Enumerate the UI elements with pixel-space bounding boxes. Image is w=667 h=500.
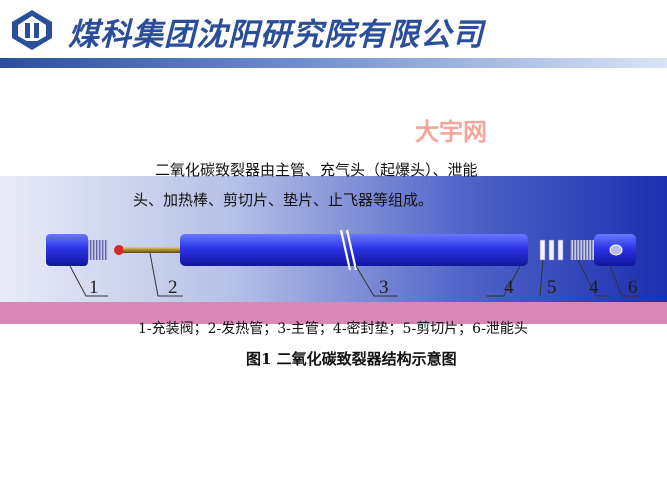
diagram-bottom-bar — [0, 302, 667, 324]
charging-valve — [46, 234, 108, 266]
energy-release-head — [570, 234, 636, 266]
header: 煤科集团沈阳研究院有限公司 — [0, 0, 667, 68]
main-tube — [180, 229, 528, 271]
diagram-label: 3 — [379, 277, 389, 298]
description-line-2: 头、加热棒、剪切片、垫片、止飞器等组成。 — [133, 191, 434, 209]
figure-caption: 图1 二氧化碳致裂器结构示意图 — [246, 350, 457, 368]
watermark: 大宇网 — [415, 118, 487, 146]
seal-and-shear-plates — [539, 239, 564, 261]
description-line-1: 二氧化碳致裂器由主管、充气头（起爆头）、泄能 — [155, 161, 478, 179]
component-legend: 1-充装阀；2-发热管；3-主管；4-密封垫；5-剪切片；6-泄能头 — [138, 321, 528, 337]
diagram-label: 6 — [628, 277, 638, 298]
diagram-label: 4 — [504, 277, 514, 298]
header-stripe — [0, 58, 667, 68]
diagram-label: 1 — [89, 277, 99, 298]
diagram-label: 2 — [168, 277, 178, 298]
diagram-label: 4 — [589, 277, 599, 298]
company-logo-icon — [12, 10, 52, 50]
leader-lines — [69, 252, 640, 297]
heating-tube — [114, 245, 181, 255]
fracturer-structure-diagram: 1 2 3 4 5 4 6 — [46, 229, 640, 298]
company-name: 煤科集团沈阳研究院有限公司 — [68, 17, 484, 53]
diagram-label: 5 — [547, 277, 557, 298]
